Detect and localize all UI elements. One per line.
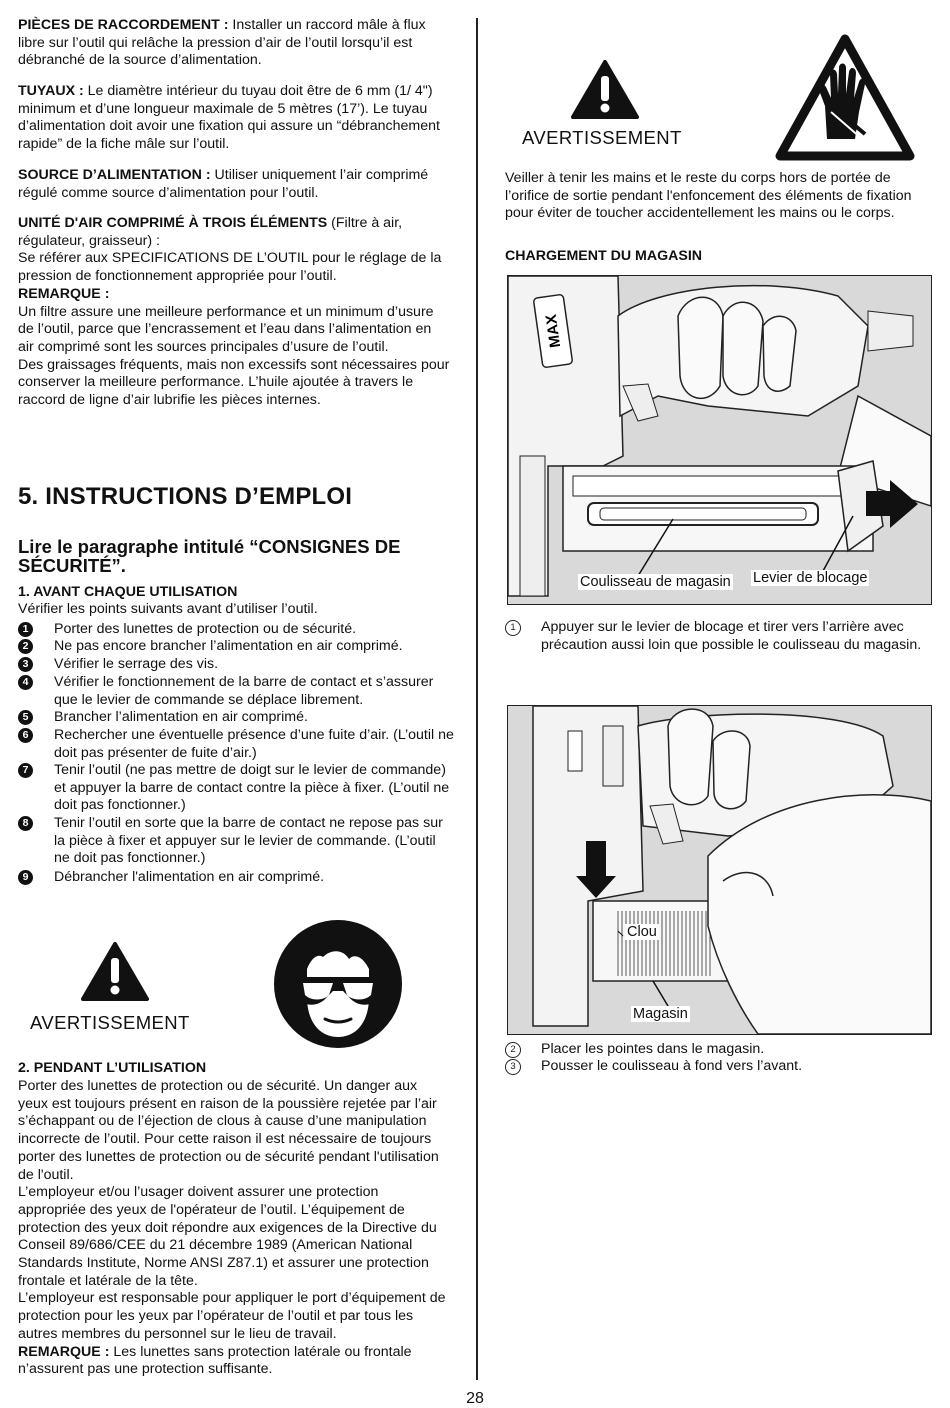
step-number-circle: 3 (505, 1059, 521, 1075)
step-2: 2 Placer les pointes dans le magasin. (505, 1041, 935, 1059)
step-3-text: Pousser le coulisseau à fond vers l’avan… (541, 1058, 803, 1074)
nailer-illustration: MAX (508, 276, 931, 604)
step-1-text: Appuyer sur le levier de blocage et tire… (541, 619, 922, 653)
step-number-circle: 2 (505, 1042, 521, 1058)
text-filtre: Un filtre assure une meilleure performan… (18, 303, 434, 355)
list-text: Débrancher l'alimentation en air comprim… (54, 869, 325, 885)
column-divider (476, 18, 478, 1380)
label-remarque-1: REMARQUE : (18, 285, 110, 302)
paragraph-raccordement: PIÈCES DE RACCORDEMENT : Installer un ra… (18, 17, 450, 70)
text-employeur: L’employeur et/ou l’usager doivent assur… (18, 1184, 437, 1289)
warning-triangle-icon (81, 942, 149, 1001)
list-text: Brancher l’alimentation en air comprimé. (54, 709, 308, 725)
label-levier-blocage: Levier de blocage (751, 570, 870, 586)
paragraph-tuyaux: TUYAUX : Le diamètre intérieur du tuyau … (18, 83, 450, 154)
text-graissage: Des graissages fréquents, mais non exces… (18, 356, 450, 409)
section-subtitle: Lire le paragraphe intitulé “CONSIGNES D… (18, 536, 401, 576)
nail-loading-illustration (508, 706, 931, 1034)
number-badge: 5 (18, 710, 33, 725)
number-badge: 6 (18, 728, 33, 743)
section-title: 5. INSTRUCTIONS D’EMPLOI (18, 483, 353, 510)
warning-text-right: Veiller à tenir les mains et le reste du… (505, 170, 912, 222)
warning-label-right: AVERTISSEMENT (522, 127, 682, 148)
number-badge: 9 (18, 870, 33, 885)
label-magasin: Magasin (631, 1006, 690, 1022)
number-badge: 1 (18, 622, 33, 637)
list-text: Tenir l’outil en sorte que la barre de c… (54, 815, 443, 867)
label-unite-air: UNITÉ D'AIR COMPRIMÉ À TROIS ÉLÉMENTS (18, 215, 328, 231)
number-badge: 3 (18, 657, 33, 672)
subsection-2-title: 2. PENDANT L’UTILISATION (18, 1060, 207, 1076)
label-coulisseau: Coulisseau de magasin (578, 574, 733, 590)
warning-triangle-icon (571, 60, 639, 119)
safety-goggles-icon (274, 920, 402, 1048)
paragraph-unite-air: UNITÉ D'AIR COMPRIMÉ À TROIS ÉLÉMENTS (F… (18, 215, 450, 410)
text-unite-air: (Filtre à air, régulateur, graisseur) : (18, 215, 403, 249)
list-text: Rechercher une éventuelle présence d’une… (54, 727, 454, 761)
text-remarque-2: Les lunettes sans protection latérale ou… (18, 1343, 412, 1378)
figure-magazine-load: Clou Magasin (507, 705, 932, 1035)
figure-magazine-unlock: MAX Coulisseau de magasin Levier de bloc… (507, 275, 932, 605)
warning-label-left: AVERTISSEMENT (30, 1012, 190, 1033)
text-tuyaux: Le diamètre intérieur du tuyau doit être… (18, 83, 440, 153)
hand-puncture-hazard-icon (775, 34, 915, 161)
subsection-1-title: 1. AVANT CHAQUE UTILISATION (18, 584, 238, 600)
subsection-1-intro: Vérifier les points suivants avant d’uti… (18, 601, 318, 617)
label-source: SOURCE D’ALIMENTATION : (18, 167, 211, 183)
label-tuyaux: TUYAUX : (18, 83, 84, 99)
number-badge: 4 (18, 675, 33, 690)
text-responsabilite: L’employeur est responsable pour appliqu… (18, 1290, 446, 1342)
list-text: Tenir l’outil (ne pas mettre de doigt su… (54, 762, 450, 814)
page-number: 28 (466, 1390, 484, 1407)
number-badge: 2 (18, 639, 33, 654)
list-text: Ne pas encore brancher l’alimentation en… (54, 638, 403, 654)
number-badge: 8 (18, 816, 33, 831)
brand-logo-text: MAX (543, 313, 564, 348)
list-text: Vérifier le fonctionnement de la barre d… (54, 674, 434, 708)
list-text: Vérifier le serrage des vis. (54, 656, 219, 672)
label-remarque-2: REMARQUE : (18, 1343, 110, 1360)
list-text: Porter des lunettes de protection ou de … (54, 621, 357, 637)
label-raccordement: PIÈCES DE RACCORDEMENT : (18, 17, 229, 33)
text-source: Utiliser uniquement l’air comprimé régul… (18, 167, 429, 201)
step-number-circle: 1 (505, 620, 521, 636)
number-badge: 7 (18, 763, 33, 778)
text-specifications: Se référer aux SPECIFICATIONS DE L’OUTIL… (18, 250, 442, 285)
step-2-text: Placer les pointes dans le magasin. (541, 1041, 765, 1057)
subsection-2-body: Porter des lunettes de protection ou de … (18, 1078, 450, 1379)
text-raccordement: Installer un raccord mâle à flux libre s… (18, 17, 426, 69)
step-3: 3 Pousser le coulisseau à fond vers l’av… (505, 1058, 935, 1076)
text-lunettes: Porter des lunettes de protection ou de … (18, 1078, 439, 1183)
label-clou: Clou (625, 924, 659, 940)
loading-title: CHARGEMENT DU MAGASIN (505, 248, 703, 264)
paragraph-source: SOURCE D’ALIMENTATION : Utiliser uniquem… (18, 167, 450, 202)
